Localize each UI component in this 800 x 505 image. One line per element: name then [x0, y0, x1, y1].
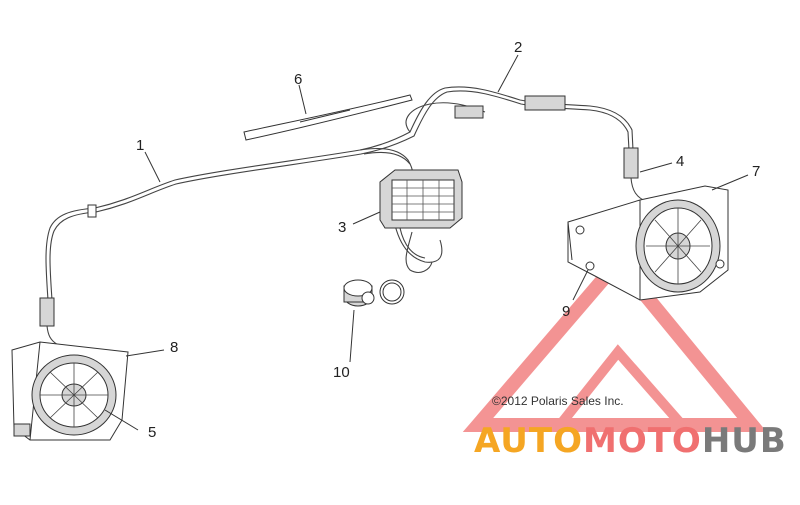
watermark-text: AUTOMOTOHUB [474, 421, 787, 461]
callout-8: 8 [170, 339, 178, 356]
copyright-notice: ©2012 Polaris Sales Inc. [492, 394, 624, 408]
part-3-module [379, 169, 463, 229]
callout-3: 3 [338, 219, 346, 236]
leader-lines [104, 54, 749, 431]
watermark-part-hub: HUB [702, 421, 787, 461]
callout-10: 10 [333, 364, 350, 381]
callout-7: 7 [752, 163, 760, 180]
callout-5: 5 [148, 424, 156, 441]
callout-6: 6 [294, 71, 302, 88]
callout-4: 4 [676, 153, 684, 170]
watermark-part-moto: MOTO [583, 421, 702, 461]
part-7-speaker-right [567, 185, 729, 301]
part-6-bracket [243, 94, 413, 141]
wire-harness [39, 86, 649, 346]
callout-1: 1 [136, 137, 144, 154]
callout-2: 2 [514, 39, 522, 56]
part-5-speaker-left [11, 341, 129, 441]
watermark-logo-icon [462, 251, 767, 432]
callout-9: 9 [562, 303, 570, 320]
part-10-socket [343, 279, 405, 307]
watermark-part-auto: AUTO [474, 421, 583, 461]
